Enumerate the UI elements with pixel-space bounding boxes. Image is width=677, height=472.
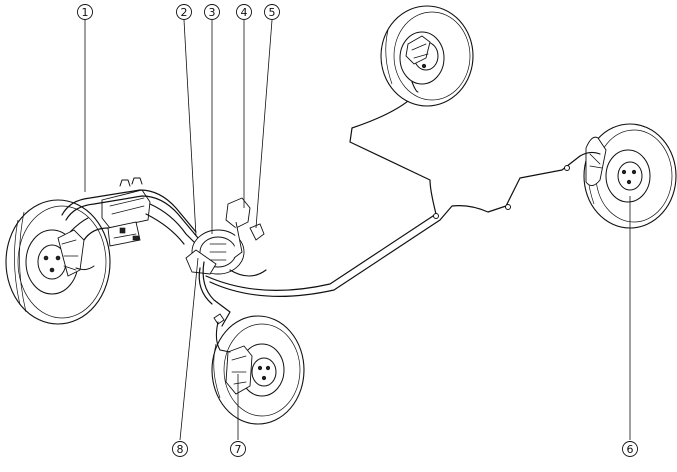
callout-5: 5 <box>264 4 280 20</box>
brake-lines-front <box>61 177 201 249</box>
callout-3: 3 <box>204 4 220 20</box>
svg-text:5: 5 <box>269 6 276 19</box>
callout-7: 7 <box>230 441 246 457</box>
svg-text:8: 8 <box>177 443 184 456</box>
brake-booster <box>185 197 267 277</box>
callout-1: 1 <box>77 4 93 20</box>
svg-text:4: 4 <box>241 6 248 19</box>
brake-lines-rear <box>198 91 581 327</box>
svg-text:1: 1 <box>82 6 89 19</box>
callout-2: 2 <box>176 4 192 20</box>
leader-line-8 <box>179 257 199 441</box>
front-lower-wheel <box>211 313 305 425</box>
leader-lines <box>84 19 631 441</box>
rear-right-wheel <box>579 123 677 229</box>
svg-text:6: 6 <box>627 443 634 456</box>
svg-text:2: 2 <box>181 6 188 19</box>
hydraulic-unit <box>101 189 151 247</box>
rear-top-wheel <box>380 5 474 107</box>
svg-text:3: 3 <box>209 6 216 19</box>
callout-8: 8 <box>172 441 188 457</box>
svg-text:7: 7 <box>235 443 242 456</box>
leader-line-5 <box>255 19 273 229</box>
front-left-wheel <box>5 199 111 325</box>
callout-6: 6 <box>622 441 638 457</box>
leader-line-2 <box>183 19 197 237</box>
callout-4: 4 <box>236 4 252 20</box>
